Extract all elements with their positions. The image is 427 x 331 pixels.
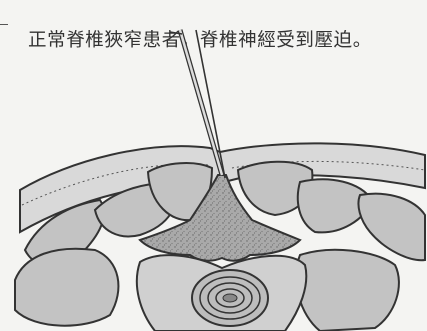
- muscle-left-lower: [15, 249, 118, 326]
- nerve-core: [223, 294, 237, 302]
- muscle-right-lower: [296, 250, 399, 331]
- muscle-right-outer: [358, 194, 425, 261]
